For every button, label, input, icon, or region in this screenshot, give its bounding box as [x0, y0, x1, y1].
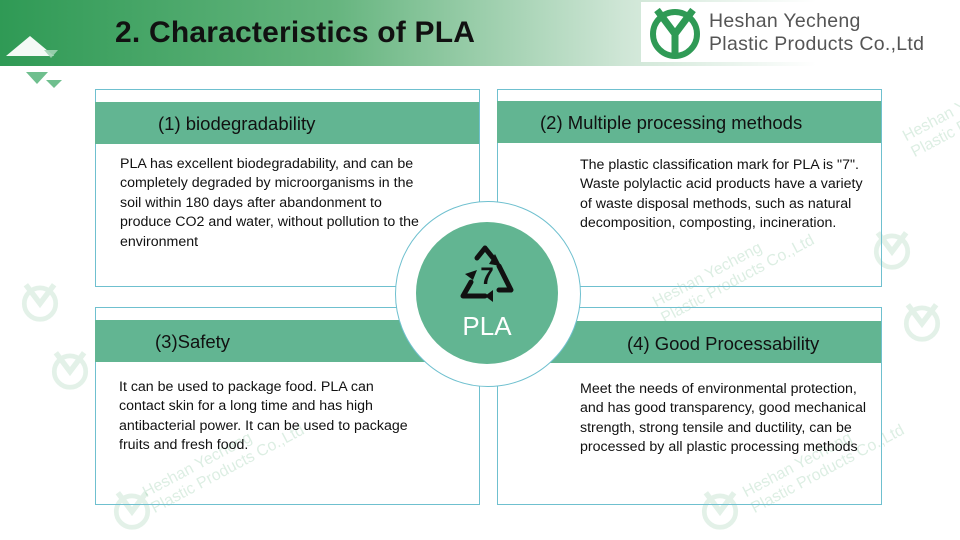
recycle-code: 7	[480, 263, 493, 290]
company-logo: Heshan Yecheng Plastic Products Co.,Ltd	[641, 2, 951, 62]
section-heading: (1) biodegradability	[158, 113, 316, 134]
section-body: The plastic classification mark for PLA …	[580, 157, 863, 232]
watermark-logo-icon	[51, 351, 89, 390]
center-disc	[416, 222, 558, 364]
section-header-band	[497, 101, 881, 143]
watermark-logo-icon	[21, 283, 59, 322]
page-title: 2. Characteristics of PLA	[115, 16, 476, 49]
watermark-logo-icon	[113, 491, 151, 530]
center-label: PLA	[462, 311, 512, 341]
card-processing-methods	[497, 89, 882, 287]
watermark-logo-icon	[701, 491, 739, 530]
triangle-decoration-icon	[6, 36, 62, 88]
section-heading: (2) Multiple processing methods	[540, 112, 803, 133]
section-body: PLA has excellent biodegradability, and …	[120, 156, 419, 250]
watermark-logo-icon	[873, 231, 911, 270]
card-biodegradability	[95, 89, 480, 287]
recycle-icon: 7	[460, 245, 514, 302]
section-body: Meet the needs of environmental protecti…	[580, 381, 867, 456]
company-name-line2: Plastic Products Co.,Ltd	[709, 33, 925, 55]
company-name-line1: Heshan Yecheng	[709, 10, 861, 32]
section-heading: (3)Safety	[155, 331, 231, 352]
watermark-logo-icon	[903, 303, 941, 342]
card-safety	[95, 307, 480, 505]
section-body: It can be used to package food. PLA can …	[119, 379, 408, 454]
section-header-band	[95, 102, 479, 144]
card-processability	[497, 307, 882, 505]
company-logo-icon	[650, 7, 700, 59]
section-heading: (4) Good Processability	[627, 333, 820, 354]
